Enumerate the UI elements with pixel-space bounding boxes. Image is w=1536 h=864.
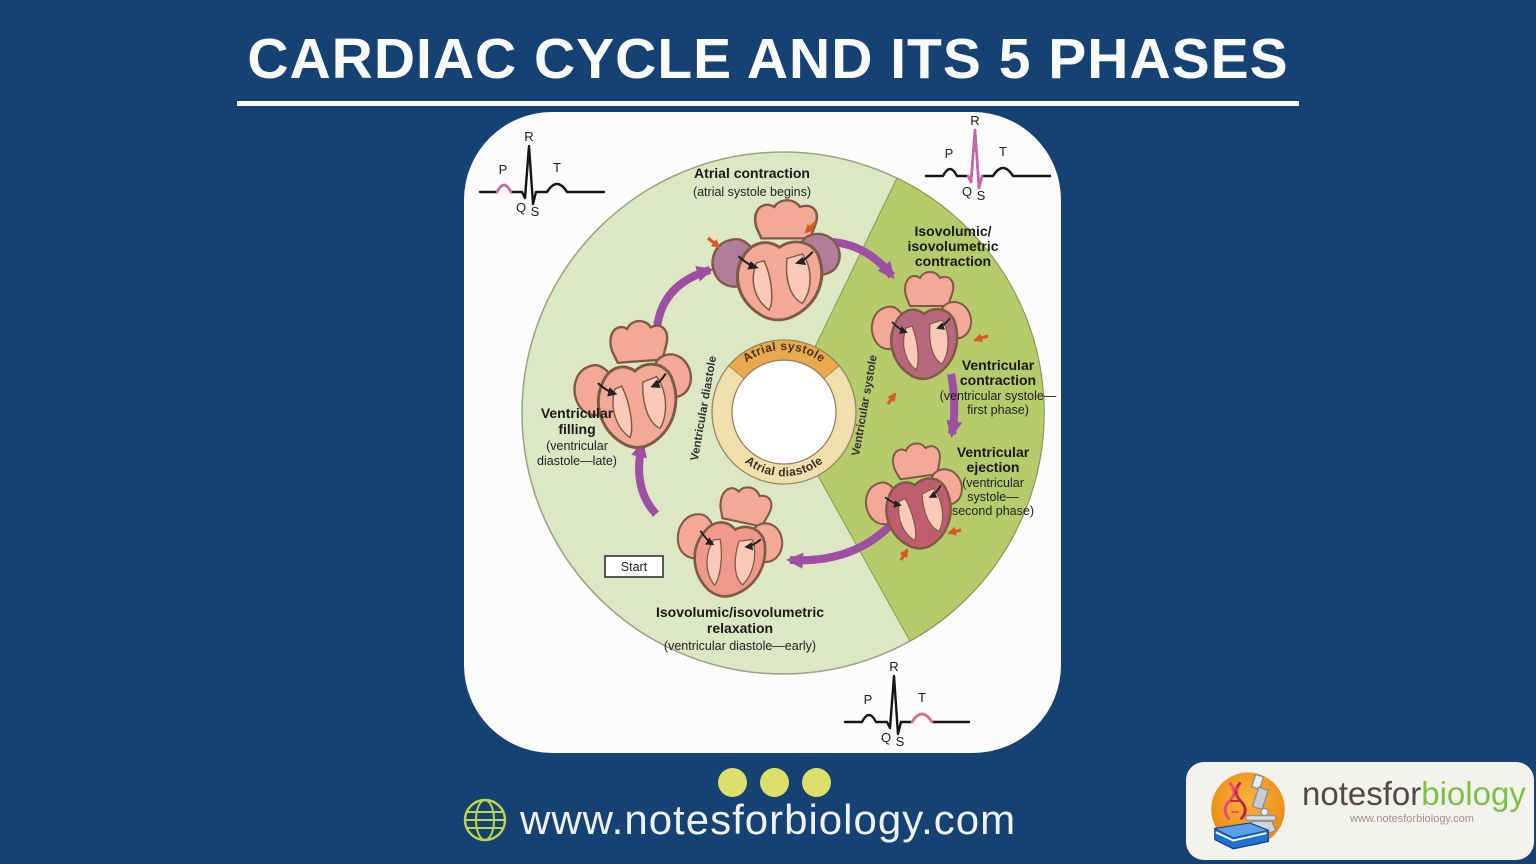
- svg-text:Ventricular: Ventricular: [541, 405, 614, 421]
- svg-text:Isovolumic/: Isovolumic/: [914, 223, 991, 239]
- phase-label-isovolumic-contraction: Isovolumic/ isovolumetric contraction: [907, 223, 998, 269]
- title-bar: CARDIAC CYCLE AND ITS 5 PHASES: [0, 26, 1536, 106]
- svg-text:Ventricular: Ventricular: [957, 444, 1030, 460]
- systole-region: [782, 177, 1045, 642]
- brand-logo-text: notesforbiology www.notesforbiology.com: [1302, 775, 1526, 826]
- ecg-label-r: R: [970, 114, 979, 128]
- svg-text:isovolumetric: isovolumetric: [907, 238, 998, 254]
- carousel-dots: [718, 768, 831, 797]
- ecg-label-p: P: [945, 146, 954, 161]
- flow-arrow-icon: [706, 236, 721, 249]
- svg-text:contraction: contraction: [915, 253, 991, 269]
- ecg-label-r: R: [524, 130, 533, 144]
- ecg-label-s: S: [977, 188, 986, 203]
- ecg-label-t: T: [553, 160, 561, 175]
- cycle-arrow-contraction-to-ejection: [946, 373, 963, 438]
- svg-text:Ventricular: Ventricular: [962, 357, 1035, 373]
- carousel-dot: [760, 768, 789, 797]
- globe-icon: [463, 798, 507, 842]
- phase-label-ventricular-ejection: Ventricular ejection (ventricular systol…: [952, 444, 1034, 518]
- svg-text:second phase): second phase): [952, 504, 1034, 518]
- svg-text:(ventricular systole—: (ventricular systole—: [940, 389, 1057, 403]
- website-row: www.notesforbiology.com: [462, 796, 1016, 844]
- dna-icon: [1223, 781, 1247, 821]
- svg-text:Isovolumic/isovolumetric: Isovolumic/isovolumetric: [656, 604, 824, 620]
- ecg-label-q: Q: [516, 200, 526, 215]
- carousel-dot: [718, 768, 747, 797]
- ecg-trace-qrs-complex: R P T Q S: [924, 114, 1052, 203]
- cycle-arrow-filling-to-atrial: [653, 265, 714, 329]
- start-box: Start: [604, 555, 664, 578]
- svg-text:diastole—late): diastole—late): [537, 454, 617, 468]
- ecg-label-q: Q: [962, 184, 972, 199]
- logo-url: www.notesforbiology.com: [1350, 813, 1474, 825]
- svg-text:first phase): first phase): [967, 403, 1029, 417]
- flow-arrow-icons: [706, 220, 989, 561]
- svg-text:relaxation: relaxation: [707, 620, 773, 636]
- brand-logo-icon: [1211, 772, 1285, 850]
- phase-label-ventricular-filling: Ventricular filling (ventricular diastol…: [537, 405, 617, 468]
- logo-name-part1: notesfor: [1302, 775, 1422, 812]
- ecg-trace-t-wave: R P T Q S: [843, 660, 971, 749]
- ecg-label-s: S: [896, 734, 905, 749]
- svg-text:systole—: systole—: [967, 490, 1019, 504]
- flow-arrow-icon: [886, 392, 897, 405]
- svg-text:(ventricular: (ventricular: [962, 476, 1024, 490]
- svg-text:ejection: ejection: [967, 459, 1020, 475]
- flow-arrow-icon: [899, 548, 909, 561]
- svg-text:(atrial systole begins): (atrial systole begins): [693, 185, 811, 199]
- ecg-label-t: T: [999, 144, 1007, 159]
- book-icon: [1213, 822, 1270, 850]
- ecg-trace-p-wave: R P T Q S: [478, 130, 606, 219]
- ecg-label-r: R: [889, 660, 898, 674]
- svg-text:filling: filling: [558, 421, 595, 437]
- svg-text:(ventricular: (ventricular: [546, 439, 608, 453]
- phase-label-ventricular-contraction: Ventricular contraction (ventricular sys…: [940, 357, 1057, 417]
- carousel-dot: [802, 768, 831, 797]
- cardiac-cycle-card: Atrial systole Atrial diastole Ventricul…: [464, 112, 1061, 753]
- svg-text:Start: Start: [621, 560, 648, 574]
- ecg-label-q: Q: [881, 730, 891, 745]
- cycle-arrow-relaxation-to-filling: [631, 440, 660, 517]
- ecg-label-p: P: [499, 162, 508, 177]
- ecg-label-p: P: [864, 692, 873, 707]
- phase-label-atrial-contraction: Atrial contraction (atrial systole begin…: [693, 165, 811, 199]
- ecg-label-t: T: [918, 690, 926, 705]
- flow-arrow-icon: [947, 526, 962, 536]
- brand-logo[interactable]: notesforbiology www.notesforbiology.com: [1186, 762, 1534, 860]
- flow-arrow-icon: [804, 220, 818, 234]
- svg-text:(ventricular diastole—early): (ventricular diastole—early): [664, 639, 816, 653]
- svg-text:Atrial contraction: Atrial contraction: [694, 165, 810, 181]
- logo-name-part2: biology: [1421, 775, 1526, 812]
- ecg-label-s: S: [531, 204, 540, 219]
- page-title: CARDIAC CYCLE AND ITS 5 PHASES: [237, 26, 1299, 106]
- svg-text:contraction: contraction: [960, 372, 1036, 388]
- website-link[interactable]: www.notesforbiology.com: [520, 796, 1017, 843]
- flow-arrow-icon: [973, 333, 989, 343]
- phase-label-isovolumic-relaxation: Isovolumic/isovolumetric relaxation (ven…: [656, 604, 824, 653]
- cardiac-cycle-diagram: Atrial systole Atrial diastole Ventricul…: [521, 151, 1057, 675]
